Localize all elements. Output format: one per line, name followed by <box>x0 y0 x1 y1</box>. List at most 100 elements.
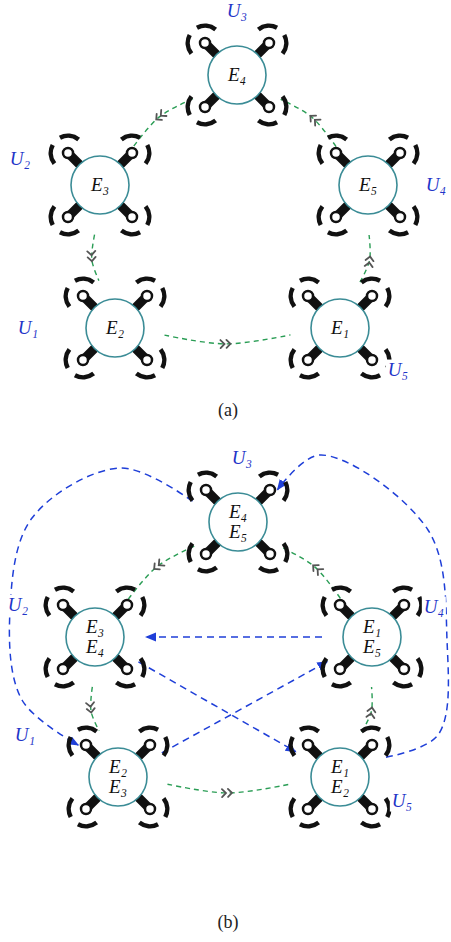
rotor-hub <box>303 291 313 301</box>
rotor-blade <box>63 348 71 369</box>
task-label: E₃ <box>86 617 104 637</box>
connectors <box>9 99 448 793</box>
rotor-blade <box>74 372 95 380</box>
rotor-hub <box>81 804 91 814</box>
direction-chevron <box>366 256 375 261</box>
task-label: E₃ <box>91 175 109 195</box>
rotor-hub <box>63 148 73 158</box>
rotor-blade <box>299 725 320 733</box>
rotor-blade <box>388 133 409 141</box>
rotor-blade <box>320 596 328 617</box>
rotor-hub <box>145 804 155 814</box>
rotor-blade <box>74 276 95 284</box>
task-label: E₅ <box>359 175 377 195</box>
task-label: E₁ <box>363 617 381 637</box>
uav-body <box>66 608 124 666</box>
rotor-blade <box>320 657 328 678</box>
text-stack: E₂E₃ <box>109 757 127 797</box>
rotor-blade <box>43 596 51 617</box>
rotor-blade <box>54 681 75 689</box>
rotor-blade <box>139 596 147 617</box>
direction-chevron <box>308 113 316 122</box>
rotor-blade <box>316 144 324 165</box>
rotor-hub <box>127 212 137 222</box>
uav-node: U₄E₁E₅ <box>317 582 427 692</box>
rotor-blade <box>120 133 141 141</box>
uav-body <box>339 156 397 214</box>
rotor-blade <box>384 736 392 757</box>
uav-node: U₁E₂E₃ <box>63 722 173 832</box>
uav-body <box>71 156 129 214</box>
uav-label: U₅ <box>386 360 410 381</box>
rotor-hub <box>367 355 377 365</box>
rotor-blade <box>196 119 217 127</box>
cooperation-link <box>277 455 448 757</box>
rotor-blade <box>360 276 381 284</box>
rotor-blade <box>412 205 420 226</box>
rotor-blade <box>135 276 156 284</box>
direction-chevron <box>226 340 230 348</box>
uav-body <box>89 748 147 806</box>
rotor-blade <box>185 34 193 55</box>
direction-chevron <box>87 708 95 713</box>
task-label: E₃ <box>109 777 127 797</box>
rotor-blade <box>186 481 194 502</box>
rotor-hub <box>145 740 155 750</box>
uav-label: U₂ <box>8 149 32 170</box>
text-stack: E₄E₅ <box>229 502 247 542</box>
rotor-hub <box>331 148 341 158</box>
rotor-blade <box>144 144 152 165</box>
direction-chevron <box>86 702 94 707</box>
rotor-blade <box>186 542 194 563</box>
rotor-hub <box>81 740 91 750</box>
cooperation-link <box>162 662 328 753</box>
rotor-hub <box>142 355 152 365</box>
rotor-blade <box>288 348 296 369</box>
uav-label: U₁ <box>16 318 40 339</box>
task-label: E₁ <box>331 757 349 777</box>
rotor-blade <box>281 34 289 55</box>
rotor-hub <box>201 549 211 559</box>
rotor-hub <box>265 485 275 495</box>
rotor-blade <box>299 276 320 284</box>
rotor-blade <box>257 23 278 31</box>
rotor-blade <box>281 95 289 116</box>
rotor-hub <box>303 355 313 365</box>
cooperation-link <box>9 468 192 745</box>
rotor-hub <box>367 804 377 814</box>
rotor-blade <box>384 287 392 308</box>
text-stack: E₃E₄ <box>86 617 104 657</box>
rotor-hub <box>335 600 345 610</box>
uav-node: U₃E₄ <box>182 20 292 130</box>
rotor-blade <box>66 736 74 757</box>
uav-label: U₄ <box>424 175 448 196</box>
formation-link <box>128 546 194 599</box>
uav-node: U₅E₁E₂ <box>285 722 395 832</box>
rotor-hub <box>264 102 274 112</box>
direction-chevron <box>158 110 166 119</box>
uav-label: U₁ <box>13 725 37 746</box>
rotor-blade <box>115 585 136 593</box>
rotor-blade <box>412 144 420 165</box>
task-label: E₄ <box>229 502 247 522</box>
rotor-hub <box>127 148 137 158</box>
rotor-blade <box>327 133 348 141</box>
direction-chevron <box>367 707 376 712</box>
rotor-blade <box>257 119 278 127</box>
direction-chevron <box>88 257 96 261</box>
direction-chevron <box>366 713 375 718</box>
task-label: E₂ <box>106 318 124 338</box>
text-stack: E₄ <box>228 65 246 85</box>
uav-body <box>86 299 144 357</box>
direction-chevron <box>365 262 374 267</box>
uav-label: U₃ <box>230 448 254 469</box>
uav-node: U₄E₅ <box>313 130 423 240</box>
rotor-blade <box>258 470 279 478</box>
rotor-hub <box>58 600 68 610</box>
rotor-blade <box>185 95 193 116</box>
uav-label: U₃ <box>225 1 249 22</box>
text-stack: E₂ <box>106 318 124 338</box>
rotor-blade <box>54 585 75 593</box>
rotor-blade <box>360 821 381 829</box>
